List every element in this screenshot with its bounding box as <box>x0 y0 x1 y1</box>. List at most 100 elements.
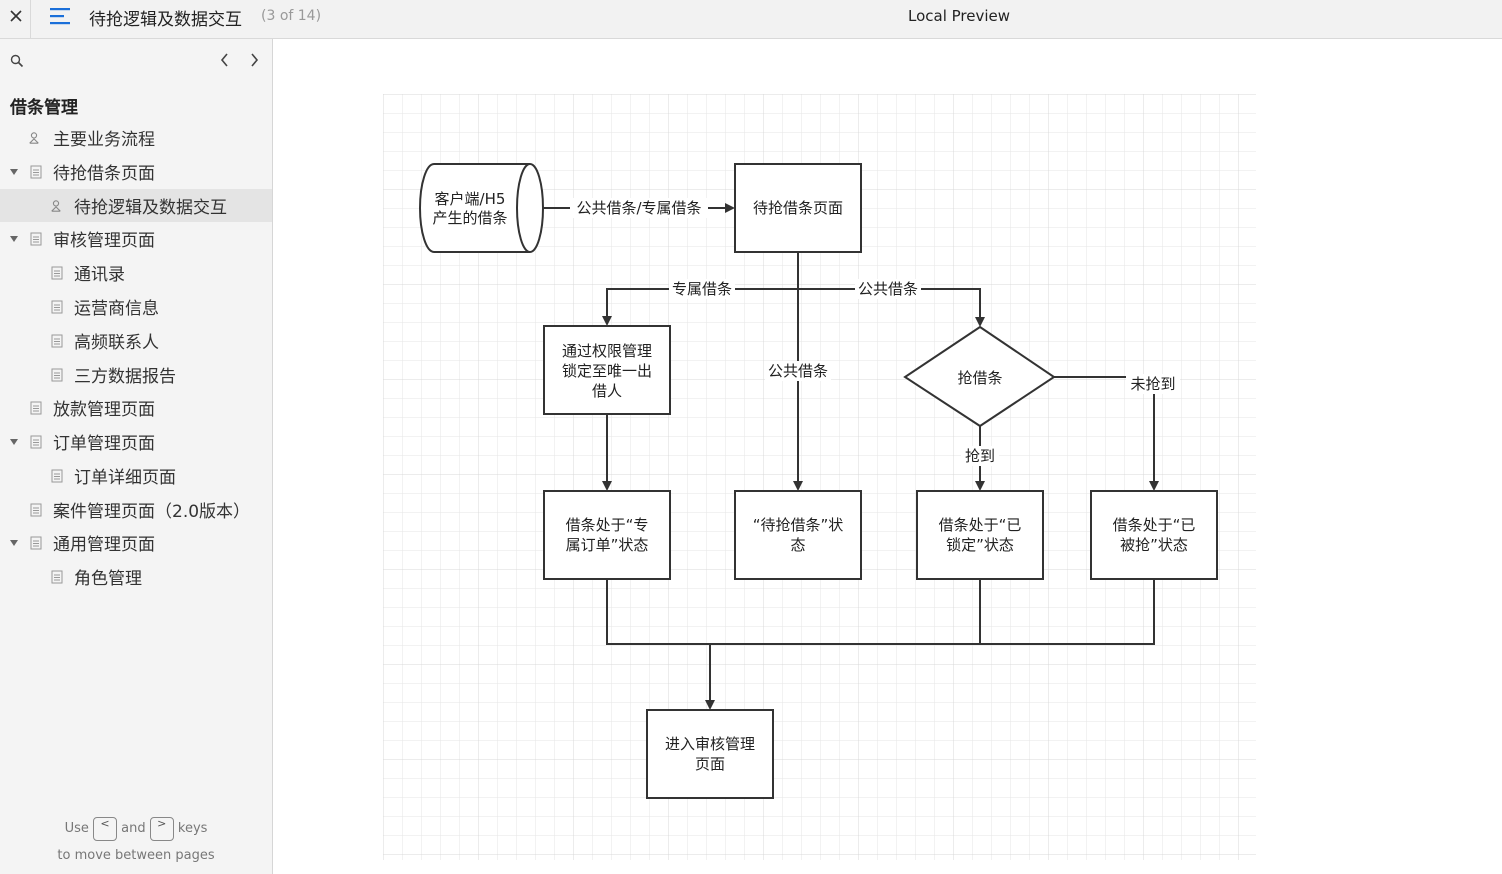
state4-line2: 被抢”状态 <box>1120 536 1188 554</box>
state1-line2: 属订单”状态 <box>566 536 649 554</box>
lock-line3: 借人 <box>592 382 622 400</box>
page-node: 待抢借条页面 <box>734 163 862 253</box>
state2-line2: 态 <box>790 536 805 554</box>
sidebar-item-label: 运营商信息 <box>74 299 159 319</box>
page-icon <box>51 300 63 313</box>
state3-line1: 借条处于“已 <box>939 516 1022 534</box>
source-line2: 产生的借条 <box>432 209 507 227</box>
sidebar-item-label: 主要业务流程 <box>53 130 155 150</box>
state2-line1: “待抢借条”状 <box>753 516 844 534</box>
sidebar-item-order-page[interactable]: 订单管理页面 <box>0 425 272 458</box>
edge-labels: 公共借条/专属借条 专属借条 公共借条 公共借条 未抢到 抢到 <box>570 198 1180 466</box>
state-exclusive-node: 借条处于“专 属订单”状态 <box>543 490 671 580</box>
page-count: (3 of 14) <box>261 8 322 24</box>
flowchart-diagram: 公共借条/专属借条 专属借条 公共借条 公共借条 未抢到 抢到 客户端/H5 产… <box>383 94 1256 860</box>
page-icon <box>51 368 63 381</box>
keyboard-help: Use < and > keys to move between pages <box>0 816 272 863</box>
preview-title: Local Preview <box>908 7 1011 25</box>
page-icon <box>30 435 42 448</box>
sidebar-item-label: 高频联系人 <box>74 333 159 353</box>
caret-down-icon[interactable] <box>9 538 19 548</box>
edge-label-source: 公共借条/专属借条 <box>576 199 701 217</box>
page-icon <box>51 469 63 482</box>
decision-label: 抢借条 <box>957 369 1002 387</box>
close-button[interactable] <box>0 0 31 38</box>
page-icon <box>30 232 42 245</box>
final-node: 进入审核管理 页面 <box>646 709 774 799</box>
sidebar-item-label: 通讯录 <box>74 265 125 285</box>
next-key-icon: > <box>149 816 174 841</box>
final-line2: 页面 <box>695 755 725 773</box>
flowchart-icon <box>29 131 39 144</box>
lock-line2: 锁定至唯一出 <box>562 362 652 380</box>
sidebar-item-contacts[interactable]: 通讯录 <box>0 256 272 289</box>
edge-merge-bus <box>606 579 1155 645</box>
page-icon <box>30 503 42 516</box>
sidebar-item-label: 审核管理页面 <box>53 231 155 251</box>
page-icon <box>30 536 42 549</box>
sidebar: 借条管理 主要业务流程 待抢借条页面 待抢逻辑及数据交互 审核管理页面 通讯录 … <box>0 39 273 874</box>
page-icon <box>30 401 42 414</box>
state3-line2: 锁定”状态 <box>946 536 1014 554</box>
help-use: Use <box>64 821 89 836</box>
help-keys: keys <box>177 821 208 836</box>
menu-button[interactable] <box>50 6 72 26</box>
caret-down-icon[interactable] <box>9 234 19 244</box>
sidebar-item-general-page[interactable]: 通用管理页面 <box>0 526 272 559</box>
sidebar-item-label: 待抢逻辑及数据交互 <box>74 198 227 218</box>
next-page-icon[interactable] <box>246 51 262 69</box>
edge-label-public: 公共借条 <box>858 280 918 298</box>
source-line1: 客户端/H5 <box>435 190 506 208</box>
sidebar-item-label: 三方数据报告 <box>74 367 176 387</box>
search-icon[interactable] <box>10 54 24 68</box>
top-bar: 待抢逻辑及数据交互 (3 of 14) Local Preview <box>0 0 1502 39</box>
edge-label-not-grabbed: 未抢到 <box>1130 375 1175 393</box>
sidebar-item-order-detail[interactable]: 订单详细页面 <box>0 459 272 492</box>
help-line2: to move between pages <box>57 848 215 863</box>
state-locked-node: 借条处于“已 锁定”状态 <box>916 490 1044 580</box>
page-icon <box>30 165 42 178</box>
decision-node: 抢借条 <box>903 325 1056 428</box>
sidebar-item-loan-page[interactable]: 放款管理页面 <box>0 391 272 424</box>
lock-node: 通过权限管理 锁定至唯一出 借人 <box>543 325 671 415</box>
previous-page-icon[interactable] <box>217 51 233 69</box>
state1-line1: 借条处于“专 <box>566 516 649 534</box>
help-and: and <box>121 821 146 836</box>
caret-down-icon[interactable] <box>9 167 19 177</box>
sidebar-item-label: 通用管理页面 <box>53 535 155 555</box>
edge-label-grabbed: 抢到 <box>965 447 995 465</box>
edge-label-public-center: 公共借条 <box>768 362 828 380</box>
sidebar-item-third-party-report[interactable]: 三方数据报告 <box>0 358 272 391</box>
sidebar-item-pending-page[interactable]: 待抢借条页面 <box>0 155 272 188</box>
sidebar-item-label: 订单详细页面 <box>74 468 176 488</box>
page-node-label: 待抢借条页面 <box>753 199 843 217</box>
sidebar-item-role-management[interactable]: 角色管理 <box>0 560 272 593</box>
page-icon <box>51 570 63 583</box>
edge-label-exclusive: 专属借条 <box>672 280 732 298</box>
close-icon <box>9 9 22 22</box>
hamburger-menu-icon <box>50 8 70 25</box>
page-icon <box>51 334 63 347</box>
sidebar-item-label: 订单管理页面 <box>53 434 155 454</box>
lock-line1: 通过权限管理 <box>562 342 652 360</box>
state-pending-node: “待抢借条”状 态 <box>734 490 862 580</box>
flowchart-icon <box>51 199 61 212</box>
sidebar-item-label: 待抢借条页面 <box>53 164 155 184</box>
page-title: 待抢逻辑及数据交互 <box>89 10 242 30</box>
sidebar-item-carrier-info[interactable]: 运营商信息 <box>0 290 272 323</box>
sidebar-item-review-page[interactable]: 审核管理页面 <box>0 222 272 255</box>
caret-down-icon[interactable] <box>9 437 19 447</box>
sidebar-item-main-flow[interactable]: 主要业务流程 <box>0 121 272 154</box>
prev-key-icon: < <box>93 816 117 841</box>
sidebar-item-label: 角色管理 <box>74 569 142 589</box>
sidebar-item-pending-logic[interactable]: 待抢逻辑及数据交互 <box>0 189 272 222</box>
sidebar-item-frequent-contacts[interactable]: 高频联系人 <box>0 324 272 357</box>
source-node: 客户端/H5 产生的借条 <box>419 163 544 253</box>
sidebar-item-case-page[interactable]: 案件管理页面（2.0版本） <box>0 493 272 526</box>
sidebar-item-label: 放款管理页面 <box>53 400 155 420</box>
sidebar-item-label: 案件管理页面（2.0版本） <box>53 502 251 522</box>
state4-line1: 借条处于“已 <box>1113 516 1196 534</box>
final-line1: 进入审核管理 <box>665 735 755 753</box>
state-grabbed-node: 借条处于“已 被抢”状态 <box>1090 490 1218 580</box>
preview-content: 公共借条/专属借条 专属借条 公共借条 公共借条 未抢到 抢到 客户端/H5 产… <box>273 39 1502 874</box>
